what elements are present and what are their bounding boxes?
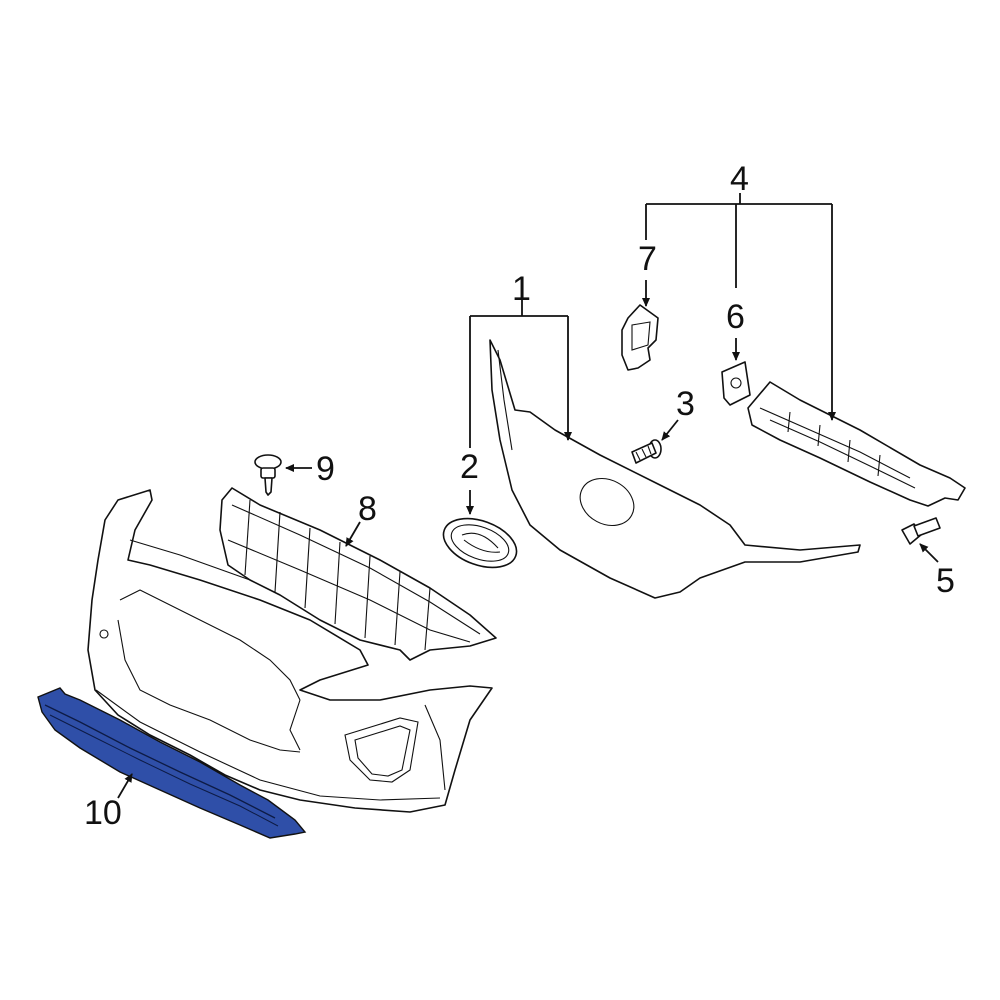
callout-4: 4 <box>730 160 749 198</box>
callout-9: 9 <box>316 450 335 488</box>
grille-cover[interactable] <box>489 339 861 599</box>
clip-bracket[interactable] <box>621 304 659 371</box>
callout-2: 2 <box>460 448 479 486</box>
bracket-assembly[interactable] <box>747 381 966 507</box>
emblem[interactable] <box>437 509 523 576</box>
callout-labels: 1 2 3 4 5 6 7 8 9 10 <box>84 160 955 832</box>
front-bumper-fascia <box>87 489 493 813</box>
callout-5: 5 <box>936 562 955 600</box>
leader-lines <box>117 193 939 799</box>
callout-1: 1 <box>512 270 531 308</box>
grille-reinforcement[interactable] <box>219 487 497 661</box>
callout-7: 7 <box>638 240 657 278</box>
lower-trim-strip[interactable] <box>37 687 307 839</box>
callout-3: 3 <box>676 385 695 423</box>
callout-6: 6 <box>726 298 745 336</box>
push-clip[interactable] <box>254 454 282 496</box>
bolt[interactable] <box>901 517 941 545</box>
callout-8: 8 <box>358 490 377 528</box>
small-bracket[interactable] <box>721 361 751 406</box>
screw[interactable] <box>631 439 662 464</box>
callout-10: 10 <box>84 794 122 832</box>
